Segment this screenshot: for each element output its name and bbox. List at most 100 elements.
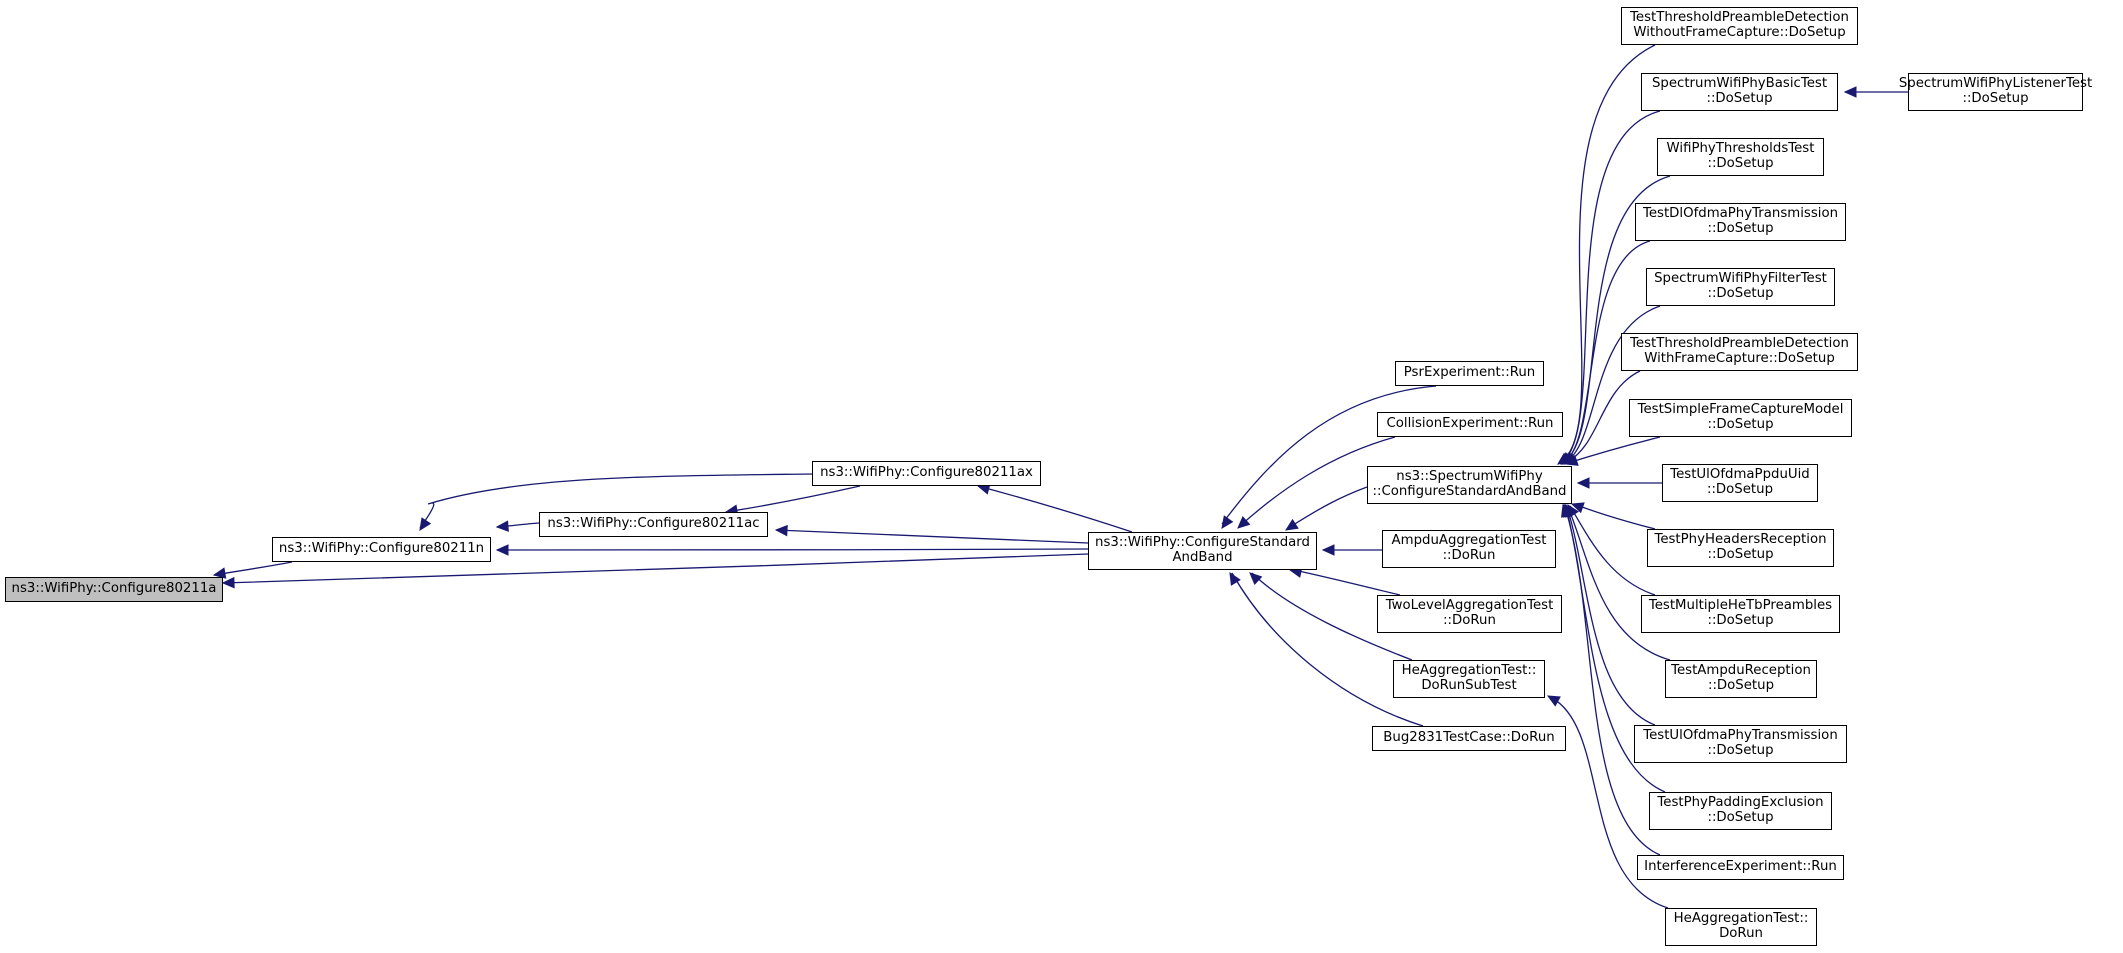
arrowhead-icon — [1284, 518, 1299, 531]
arrowhead-icon — [1843, 86, 1857, 98]
graph-node-dlOfdma[interactable]: TestDlOfdmaPhyTransmission::DoSetup — [1635, 203, 1846, 241]
graph-node-label: TestThresholdPreambleDetection — [1630, 10, 1849, 26]
graph-node-simpleCapture[interactable]: TestSimpleFrameCaptureModel::DoSetup — [1629, 399, 1852, 437]
graph-node-label: WifiPhyThresholdsTest — [1666, 141, 1815, 157]
edge-configure80211ax-to-configure80211n — [419, 473, 813, 529]
edge-ulOfdma-to-spectrumConfigure — [1566, 506, 1656, 726]
graph-node-label: SpectrumWifiPhyBasicTest — [1651, 76, 1828, 92]
graph-node-label: TestUlOfdmaPhyTransmission — [1643, 728, 1838, 744]
edge-filterTest-to-spectrumConfigure — [1565, 305, 1661, 463]
graph-node-label: TestSimpleFrameCaptureModel — [1637, 402, 1844, 418]
edge-ampduReception-to-spectrumConfigure — [1567, 506, 1671, 661]
graph-node-heAggRun[interactable]: HeAggregationTest::DoRun — [1665, 908, 1817, 946]
arrowhead-icon — [1229, 571, 1241, 586]
graph-node-headersReception[interactable]: TestPhyHeadersReception::DoSetup — [1647, 529, 1834, 567]
graph-node-label: AmpduAggregationTest — [1391, 533, 1547, 549]
graph-node-configure80211ax[interactable]: ns3::WifiPhy::Configure80211ax — [812, 461, 1041, 486]
graph-node-collisionRun[interactable]: CollisionExperiment::Run — [1377, 412, 1563, 437]
graph-node-spectrumConfigure[interactable]: ns3::SpectrumWifiPhy::ConfigureStandardA… — [1367, 466, 1572, 504]
graph-node-label: InterferenceExperiment::Run — [1644, 859, 1837, 875]
graph-node-filterTest[interactable]: SpectrumWifiPhyFilterTest::DoSetup — [1646, 268, 1835, 306]
edge-configure80211ax-to-configure80211ac — [725, 485, 861, 513]
edge-dlOfdma-to-spectrumConfigure — [1564, 240, 1651, 463]
graph-node-label: DoRun — [1719, 926, 1763, 941]
graph-node-psrRun[interactable]: PsrExperiment::Run — [1395, 361, 1544, 386]
graph-node-spectrumBasic[interactable]: SpectrumWifiPhyBasicTest::DoSetup — [1641, 73, 1838, 111]
graph-node-label: ns3::WifiPhy::Configure80211n — [278, 541, 485, 557]
graph-node-label: ::DoRun — [1442, 548, 1496, 563]
edge-configureStandardAndBand-to-configure80211ac — [775, 529, 1089, 544]
edge-configureStandardAndBand-to-configure80211n — [496, 548, 1089, 551]
graph-node-multipleHeTb[interactable]: TestMultipleHeTbPreambles::DoSetup — [1641, 595, 1840, 633]
graph-node-label: ns3::SpectrumWifiPhy — [1396, 469, 1543, 485]
graph-node-ulOfdma[interactable]: TestUlOfdmaPhyTransmission::DoSetup — [1634, 725, 1847, 763]
graph-node-label: ::DoSetup — [1706, 482, 1774, 497]
graph-node-configure80211n[interactable]: ns3::WifiPhy::Configure80211n — [272, 537, 491, 562]
graph-node-label: WithFrameCapture::DoSetup — [1644, 351, 1835, 366]
graph-node-ampduReception[interactable]: TestAmpduReception::DoSetup — [1665, 660, 1817, 698]
graph-node-label: SpectrumWifiPhyFilterTest — [1654, 271, 1827, 287]
graph-node-label: TwoLevelAggregationTest — [1385, 598, 1554, 614]
graph-node-label: TestPhyHeadersReception — [1654, 532, 1827, 548]
graph-node-bug2831Run[interactable]: Bug2831TestCase::DoRun — [1372, 726, 1566, 751]
graph-node-ulPpduUid[interactable]: TestUlOfdmaPpduUid::DoSetup — [1662, 464, 1818, 502]
edge-bug2831Run-to-configureStandardAndBand — [1231, 572, 1424, 727]
graph-node-label: ::DoSetup — [1707, 221, 1774, 236]
arrowhead-icon — [1546, 695, 1561, 707]
graph-node-interferenceRun[interactable]: InterferenceExperiment::Run — [1637, 855, 1844, 880]
graph-node-label: SpectrumWifiPhyListenerTest — [1898, 76, 2093, 92]
graph-node-label: TestThresholdPreambleDetection — [1630, 336, 1849, 352]
graph-node-label: TestAmpduReception — [1671, 663, 1811, 679]
edge-interferenceRun-to-spectrumConfigure — [1564, 506, 1661, 856]
edge-thresholdWith-to-spectrumConfigure — [1566, 370, 1641, 463]
graph-node-label: HeAggregationTest:: — [1673, 911, 1809, 927]
edge-spectrumBasic-to-spectrumConfigure — [1562, 110, 1661, 463]
graph-node-spectrumListener[interactable]: SpectrumWifiPhyListenerTest::DoSetup — [1899, 73, 2092, 111]
graph-node-label: ::DoSetup — [1707, 613, 1774, 628]
arrowhead-icon — [774, 524, 788, 537]
graph-node-configure80211ac[interactable]: ns3::WifiPhy::Configure80211ac — [539, 512, 768, 537]
arrowhead-icon — [1249, 572, 1263, 586]
edge-twoLevelRun-to-configureStandardAndBand — [1293, 569, 1401, 596]
edge-psrRun-to-configureStandardAndBand — [1221, 385, 1437, 525]
edge-heAggRun-to-heAggSubTest — [1551, 697, 1669, 909]
graph-node-configure80211a[interactable]: ns3::WifiPhy::Configure80211a — [5, 577, 223, 602]
graph-node-thresholdsTest[interactable]: WifiPhyThresholdsTest::DoSetup — [1657, 138, 1824, 176]
graph-node-label: DoRunSubTest — [1421, 678, 1517, 693]
edge-collisionRun-to-configureStandardAndBand — [1239, 436, 1396, 527]
edge-configure80211n-to-configure80211a — [213, 561, 293, 576]
graph-node-label: ns3::WifiPhy::ConfigureStandard — [1095, 535, 1310, 551]
arrowhead-icon — [1576, 477, 1590, 489]
graph-node-label: ::DoSetup — [1707, 156, 1774, 171]
arrowhead-icon — [495, 544, 509, 556]
arrowhead-icon — [1221, 515, 1234, 529]
arrowhead-icon — [1321, 544, 1335, 556]
arrowhead-icon — [1237, 516, 1251, 529]
graph-node-heAggSubTest[interactable]: HeAggregationTest::DoRunSubTest — [1393, 660, 1545, 698]
graph-node-ampduAggRun[interactable]: AmpduAggregationTest::DoRun — [1382, 530, 1556, 568]
graph-node-label: ns3::WifiPhy::Configure80211ax — [820, 465, 1033, 481]
graph-node-label: WithoutFrameCapture::DoSetup — [1633, 25, 1846, 40]
graph-node-label: TestPhyPaddingExclusion — [1657, 795, 1824, 811]
graph-node-twoLevelRun[interactable]: TwoLevelAggregationTest::DoRun — [1377, 595, 1562, 633]
graph-node-label: ::DoSetup — [1707, 678, 1775, 693]
edge-spectrumConfigure-to-configureStandardAndBand — [1289, 486, 1368, 528]
graph-node-label: TestMultipleHeTbPreambles — [1648, 598, 1833, 614]
graph-node-label: ::ConfigureStandardAndBand — [1372, 484, 1567, 499]
graph-node-label: AndBand — [1172, 550, 1233, 565]
graph-node-label: ::DoSetup — [1706, 91, 1773, 106]
graph-node-paddingExclusion[interactable]: TestPhyPaddingExclusion::DoSetup — [1649, 792, 1832, 830]
graph-node-label: ::DoSetup — [1707, 743, 1774, 758]
graph-node-label: HeAggregationTest:: — [1401, 663, 1537, 679]
graph-node-label: ::DoSetup — [1707, 810, 1774, 825]
graph-node-label: CollisionExperiment::Run — [1386, 416, 1554, 432]
graph-node-label: ::DoSetup — [1707, 286, 1774, 301]
graph-node-label: Bug2831TestCase::DoRun — [1383, 730, 1555, 746]
graph-node-label: TestDlOfdmaPhyTransmission — [1642, 206, 1839, 222]
arrowhead-icon — [221, 576, 235, 589]
graph-node-label: ns3::WifiPhy::Configure80211ac — [547, 516, 760, 532]
